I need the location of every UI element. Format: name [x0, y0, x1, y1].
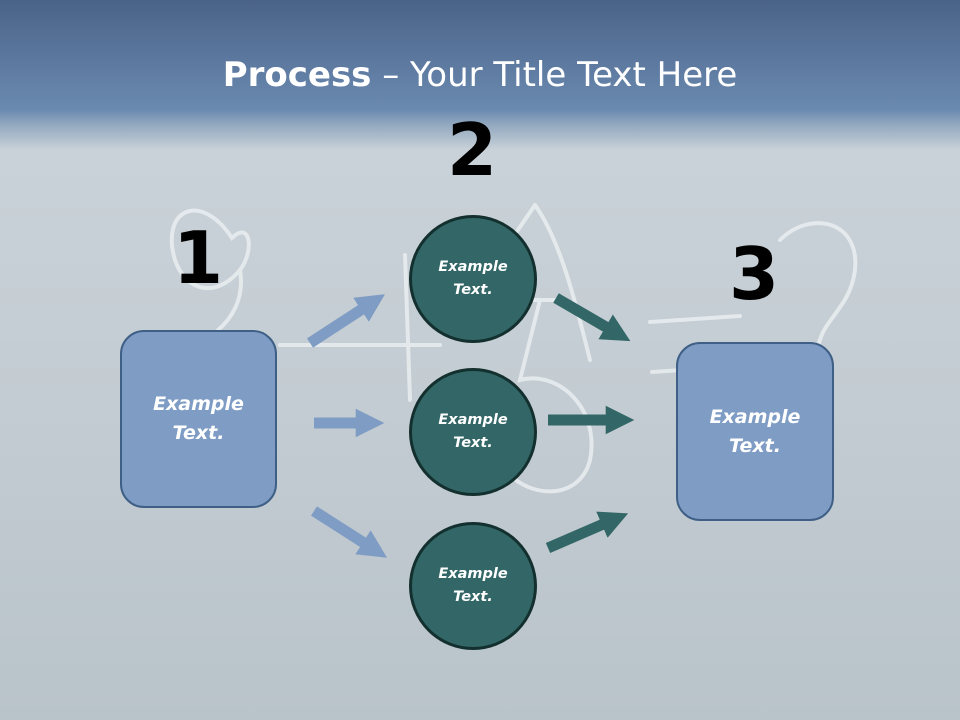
- circle-middle-text: Example Text.: [438, 412, 508, 451]
- title-rest: – Your Title Text Here: [371, 55, 738, 95]
- title-bold: Process: [222, 55, 372, 95]
- arrow-from-top-circle: [553, 293, 631, 342]
- arrow-to-top-circle: [306, 294, 385, 348]
- circle-bottom-text: Example Text.: [438, 566, 508, 605]
- circle-top: Example Text.: [409, 215, 537, 343]
- step-number-2: 2: [446, 108, 498, 192]
- circle-bottom: Example Text.: [409, 522, 537, 650]
- slide-title: Process – Your Title Text Here: [0, 52, 960, 98]
- step-1-box: Example Text.: [120, 330, 277, 508]
- step-1-text: Example Text.: [153, 393, 244, 444]
- step-number-1: 1: [172, 216, 224, 300]
- step-number-3: 3: [728, 232, 780, 316]
- step-3-box: Example Text.: [676, 342, 834, 521]
- step-3-text: Example Text.: [709, 405, 801, 457]
- arrow-to-bottom-circle: [311, 506, 388, 558]
- arrow-from-bottom-circle: [545, 511, 629, 554]
- circle-top-text: Example Text.: [438, 259, 508, 298]
- circle-middle: Example Text.: [409, 368, 537, 496]
